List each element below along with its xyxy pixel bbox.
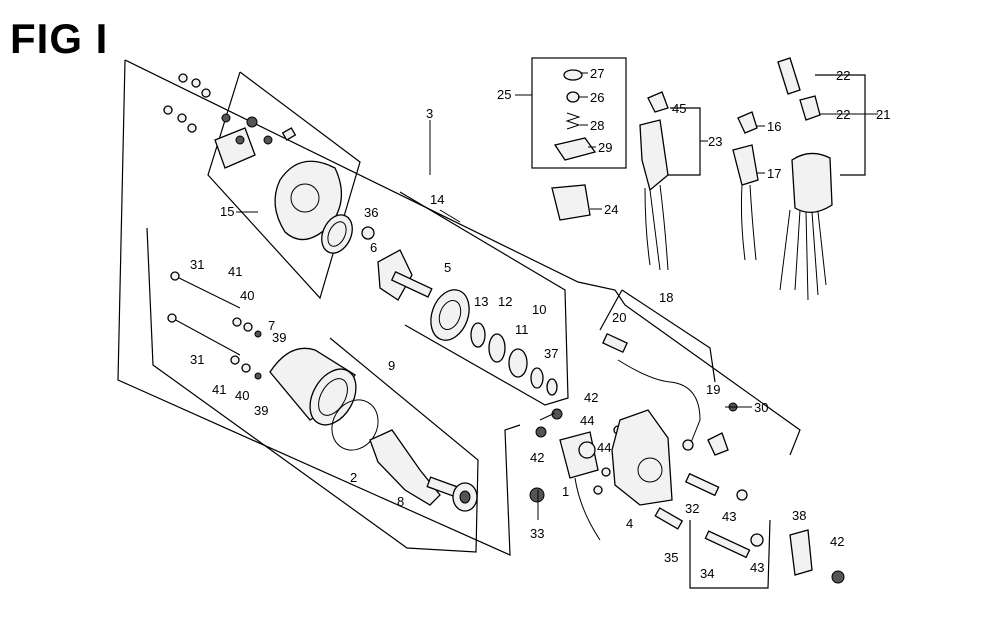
callout-17: 17 (767, 166, 781, 181)
callout-23: 23 (708, 134, 722, 149)
callout-16: 16 (767, 119, 781, 134)
callout-45: 45 (672, 101, 686, 116)
callout-33: 33 (530, 526, 544, 541)
end-cover-assembly (163, 73, 375, 254)
callout-3: 3 (426, 106, 433, 121)
callout-12: 12 (498, 294, 512, 309)
callout-41a: 41 (228, 264, 242, 279)
callout-44b: 44 (597, 440, 611, 455)
callout-35: 35 (664, 550, 678, 565)
callout-15: 15 (220, 204, 234, 219)
callout-31b: 31 (190, 352, 204, 367)
callout-7: 7 (268, 318, 275, 333)
callout-24: 24 (604, 202, 618, 217)
solenoid-bracket-assembly (529, 332, 845, 584)
wiring-components (639, 57, 833, 301)
callout-44a: 44 (580, 413, 594, 428)
callout-41b: 41 (212, 382, 226, 397)
callout-6: 6 (370, 240, 377, 255)
switch-assembly-25 (551, 69, 597, 221)
callout-39b: 39 (254, 403, 268, 418)
callout-43b: 43 (750, 560, 764, 575)
callout-40b: 40 (235, 388, 249, 403)
callout-36: 36 (364, 205, 378, 220)
callout-37: 37 (544, 346, 558, 361)
callout-22a: 22 (836, 68, 850, 83)
callout-39a: 39 (272, 330, 286, 345)
callout-5: 5 (444, 260, 451, 275)
callout-labels: 1 2 3 4 5 6 7 8 9 10 11 12 13 14 15 16 1… (190, 66, 890, 581)
callout-25: 25 (497, 87, 511, 102)
callout-38: 38 (792, 508, 806, 523)
callout-29: 29 (598, 140, 612, 155)
callout-8: 8 (397, 494, 404, 509)
callout-18: 18 (659, 290, 673, 305)
leader-lines (236, 72, 765, 520)
callout-1: 1 (562, 484, 569, 499)
callout-30: 30 (754, 400, 768, 415)
callout-14: 14 (430, 192, 444, 207)
callout-40a: 40 (240, 288, 254, 303)
callout-13: 13 (474, 294, 488, 309)
callout-27: 27 (590, 66, 604, 81)
group-frames (117, 57, 878, 589)
callout-10: 10 (532, 302, 546, 317)
callout-42c: 42 (830, 534, 844, 549)
callout-32: 32 (685, 501, 699, 516)
callout-2: 2 (350, 470, 357, 485)
callout-34: 34 (700, 566, 714, 581)
figure-title: FIG I (10, 15, 109, 62)
callout-43a: 43 (722, 509, 736, 524)
callout-19: 19 (706, 382, 720, 397)
callout-26: 26 (590, 90, 604, 105)
callout-9: 9 (388, 358, 395, 373)
callout-4: 4 (626, 516, 633, 531)
motor-assembly (167, 271, 478, 512)
reduction-gear-assembly (377, 249, 558, 396)
callout-22b: 22 (836, 107, 850, 122)
callout-20: 20 (612, 310, 626, 325)
callout-31a: 31 (190, 257, 204, 272)
callout-11: 11 (515, 322, 529, 337)
callout-42b: 42 (530, 450, 544, 465)
callout-21: 21 (876, 107, 890, 122)
callout-28: 28 (590, 118, 604, 133)
callout-42a: 42 (584, 390, 598, 405)
